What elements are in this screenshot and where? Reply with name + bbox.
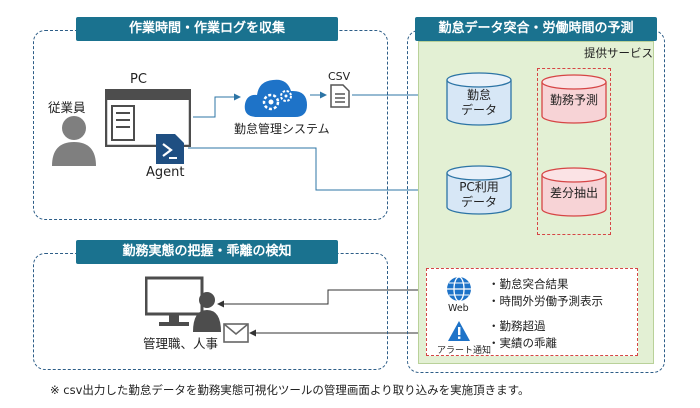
web-result-item: 勤怠突合結果	[488, 276, 603, 293]
collect-panel-title: 作業時間・作業ログを収集	[76, 17, 338, 41]
pc-window-icon	[105, 89, 191, 147]
csv-file-icon	[330, 84, 350, 108]
detect-panel-title: 勤務実態の把握・乖離の検知	[76, 240, 338, 264]
person-icon	[52, 116, 96, 166]
attendance-data-label-1: 勤怠	[466, 88, 491, 102]
footnote: ※ csv出力した勤怠データを勤務実態可視化ツールの管理画面より取り込みを実施頂…	[50, 383, 530, 397]
web-globe-icon	[447, 276, 471, 302]
attendance-data-label-2: データ	[460, 103, 497, 117]
diff-extract-cylinder: 差分抽出	[541, 167, 607, 217]
cloud-gear-icon	[244, 79, 307, 117]
csv-label: CSV	[328, 70, 351, 83]
alert-result-item: 勤務超過	[488, 318, 557, 335]
pc-usage-data-label-1: PC利用	[459, 180, 499, 194]
web-label: Web	[448, 303, 469, 314]
pc-label: PC	[130, 72, 147, 87]
connector-web-to-manager	[217, 289, 444, 308]
manager-label: 管理職、人事	[143, 336, 219, 351]
alert-result-list: 勤務超過 実績の乖離	[488, 318, 558, 352]
attendance-data-cylinder: 勤怠 データ	[446, 72, 512, 126]
monitor-icon	[145, 276, 221, 332]
connector-pc-to-system	[193, 93, 241, 118]
web-result-item: 時間外労働予測表示	[488, 293, 604, 310]
alert-label: アラート通知	[437, 346, 492, 356]
pc-usage-data-label-2: データ	[460, 195, 497, 209]
web-result-list: 勤怠突合結果 時間外労働予測表示	[488, 276, 604, 310]
alert-result-item: 実績の乖離	[488, 335, 558, 352]
forecast-group-border	[537, 68, 611, 235]
service-label: 提供サービス	[584, 46, 653, 60]
mail-icon	[223, 323, 249, 343]
alert-icon	[448, 321, 470, 341]
diff-extract-label: 差分抽出	[549, 186, 598, 200]
pc-usage-data-cylinder: PC利用 データ	[446, 165, 512, 215]
connector-agent-to-pc-data	[188, 147, 447, 194]
attendance-system-label: 勤怠管理システム	[234, 122, 330, 136]
forecast-panel-title: 勤怠データ突合・労働時間の予測	[415, 17, 657, 41]
agent-label: Agent	[146, 165, 185, 180]
agent-terminal-icon	[156, 134, 184, 164]
employee-label: 従業員	[48, 100, 86, 115]
work-forecast-label: 勤務予測	[549, 93, 598, 107]
work-forecast-cylinder: 勤務予測	[541, 74, 607, 124]
